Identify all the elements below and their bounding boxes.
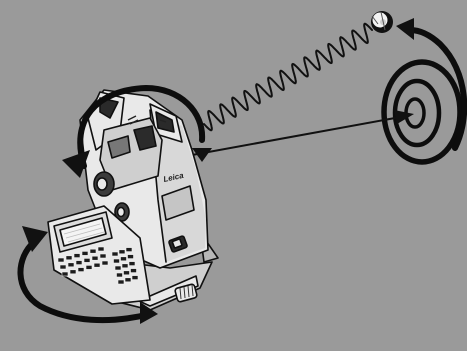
keypad-key [97,246,105,252]
keypad-key [125,247,133,252]
keypad-key [77,267,85,272]
keypad-key [124,277,132,283]
keypad-key [83,258,91,263]
prism-reflector [371,11,393,33]
keypad-key [81,251,89,256]
vertical-arrowhead-left [62,150,90,178]
keypad-key [57,257,65,263]
keypad-key [101,260,109,266]
vertical-arrowhead-right [192,148,212,162]
total-station-instrument: Leica [47,89,219,311]
keypad-key [69,269,77,275]
keypad-key [67,262,75,268]
keypad-key [131,275,139,280]
lcd-display [59,217,107,247]
target-search-arrowhead [396,18,414,40]
keypad-key [93,262,101,268]
keypad-key [117,279,125,285]
keypad-key [123,270,130,276]
measurement-beam [191,115,407,156]
keypad-key [89,248,97,254]
keypad-right [111,247,139,285]
measurement-beam-arrowhead [394,110,414,124]
vertical-drive-knob [114,202,130,222]
brand-logo: Leica [163,171,185,184]
target-outer-ring [381,59,463,165]
keypad-key [61,271,69,277]
keypad-key [73,253,81,258]
foot-screw [174,283,198,303]
vertical-rotation-arrow [77,84,206,169]
keypad-key [99,253,107,259]
horizontal-rotation-arrow [17,239,153,324]
keypad-key [75,260,83,265]
keypad-key [91,255,99,261]
keypad-key [59,264,67,270]
keypad-key [127,254,134,259]
keypad-key [118,249,126,255]
keypad-key [111,251,119,257]
keypad-key [113,258,120,264]
focus-knob [93,171,115,197]
target-search-arrow [407,27,467,151]
target-rings [381,59,463,165]
signal-wave [203,22,373,132]
keypad-key [114,265,122,271]
keypad-key [121,263,129,269]
keypad-key [128,261,136,266]
horizontal-arrowhead-bottom [140,302,158,324]
keypad-left [57,246,109,277]
horizontal-arrowhead-top [22,226,48,252]
keypad-key [65,255,73,261]
horizontal-drive-knob [168,235,188,253]
control-panel [47,205,151,305]
keypad-key [116,272,123,278]
keypad-key [120,256,127,262]
keypad-key [130,268,137,273]
keypad-key [85,265,93,270]
